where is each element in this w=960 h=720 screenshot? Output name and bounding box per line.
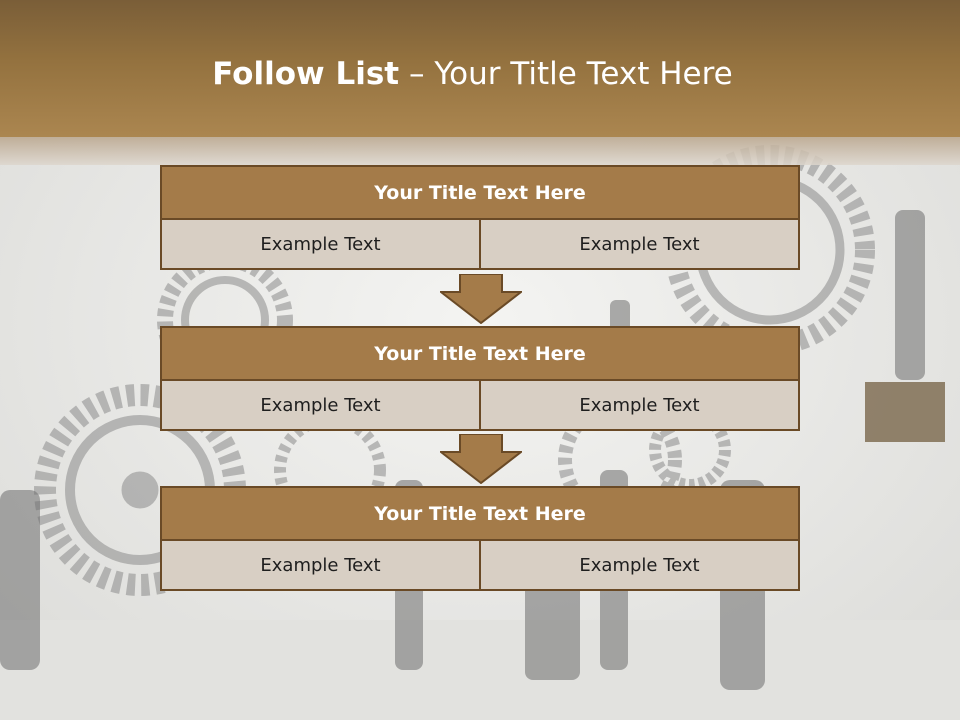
title-bar: [0, 0, 960, 137]
step-box-3: Your Title Text Here Example Text Exampl…: [160, 486, 800, 591]
step-row-3: Example Text Example Text: [160, 541, 800, 591]
step-row-2: Example Text Example Text: [160, 381, 800, 431]
slide-title: Follow List – Your Title Text Here: [0, 56, 945, 92]
step-title-1: Your Title Text Here: [160, 165, 800, 220]
down-arrow-icon: [440, 274, 522, 324]
step-box-2: Your Title Text Here Example Text Exampl…: [160, 326, 800, 431]
step-title-3: Your Title Text Here: [160, 486, 800, 541]
step-2-right-text: Example Text: [479, 381, 798, 429]
slide-title-rest: – Your Title Text Here: [399, 56, 733, 92]
down-arrow-icon: [440, 434, 522, 484]
step-title-2: Your Title Text Here: [160, 326, 800, 381]
step-3-right-text: Example Text: [479, 541, 798, 589]
step-box-1: Your Title Text Here Example Text Exampl…: [160, 165, 800, 270]
step-2-left-text: Example Text: [260, 394, 381, 416]
step-1-left-text: Example Text: [260, 233, 381, 255]
title-bar-strip: [0, 137, 960, 165]
slide-title-bold: Follow List: [212, 56, 400, 92]
step-3-left-text: Example Text: [260, 554, 381, 576]
step-row-1: Example Text Example Text: [160, 220, 800, 270]
step-1-right-text: Example Text: [479, 220, 798, 268]
